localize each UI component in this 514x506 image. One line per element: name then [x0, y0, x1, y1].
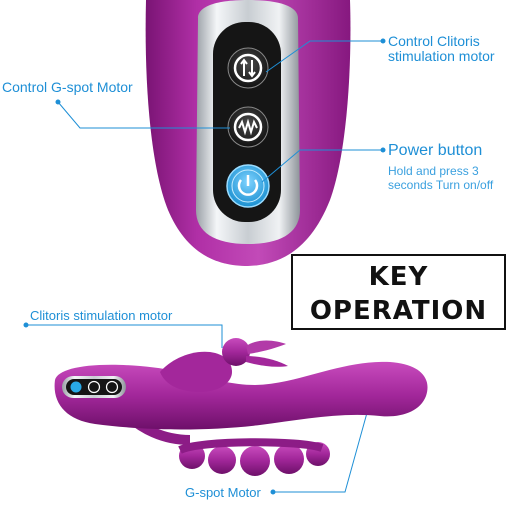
gspot-motor-label: G-spot Motor — [185, 485, 261, 500]
power-button-label: Power button — [388, 142, 483, 159]
title-line2: OPERATION — [309, 296, 488, 326]
power-desc-line1: Hold and press 3 — [388, 164, 479, 178]
gspot-control-label: Control G-spot Motor — [2, 79, 133, 95]
full-product — [54, 338, 428, 476]
clitoris-control-label-line2: stimulation motor — [388, 48, 495, 64]
clitoris-motor-label: Clitoris stimulation motor — [30, 308, 173, 323]
handle-closeup — [145, 0, 351, 266]
clitoris-control-label: Control Clitoris — [388, 33, 480, 49]
key-operation-title-box: KEY OPERATION — [291, 254, 506, 330]
power-desc-line2: seconds Turn on/off — [388, 178, 494, 192]
callout-lines — [23, 38, 386, 495]
title-line1: KEY — [368, 262, 429, 292]
